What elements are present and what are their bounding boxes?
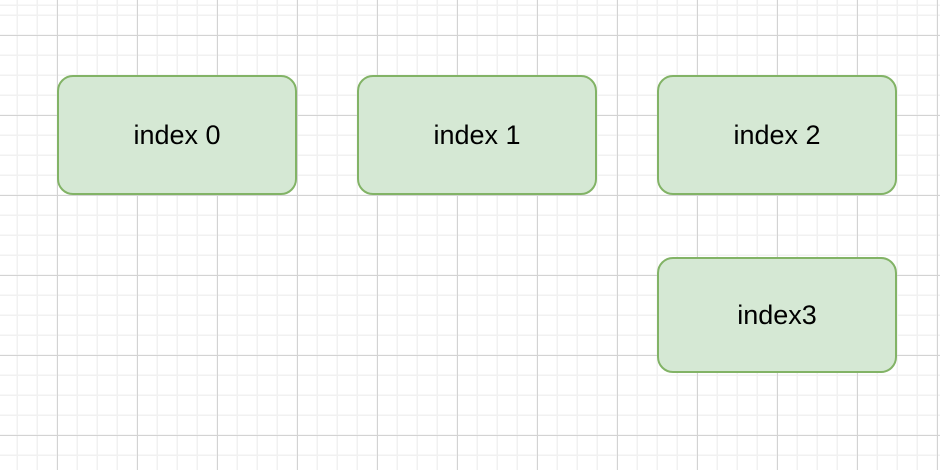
node-label: index 0 [133, 119, 221, 150]
node-index-2[interactable]: index 2 [657, 75, 897, 195]
node-label: index 2 [733, 119, 821, 150]
node-label: index 1 [433, 119, 521, 150]
node-index-0[interactable]: index 0 [57, 75, 297, 195]
node-index-3[interactable]: index3 [657, 257, 897, 373]
node-index-1[interactable]: index 1 [357, 75, 597, 195]
node-label: index3 [737, 299, 817, 330]
